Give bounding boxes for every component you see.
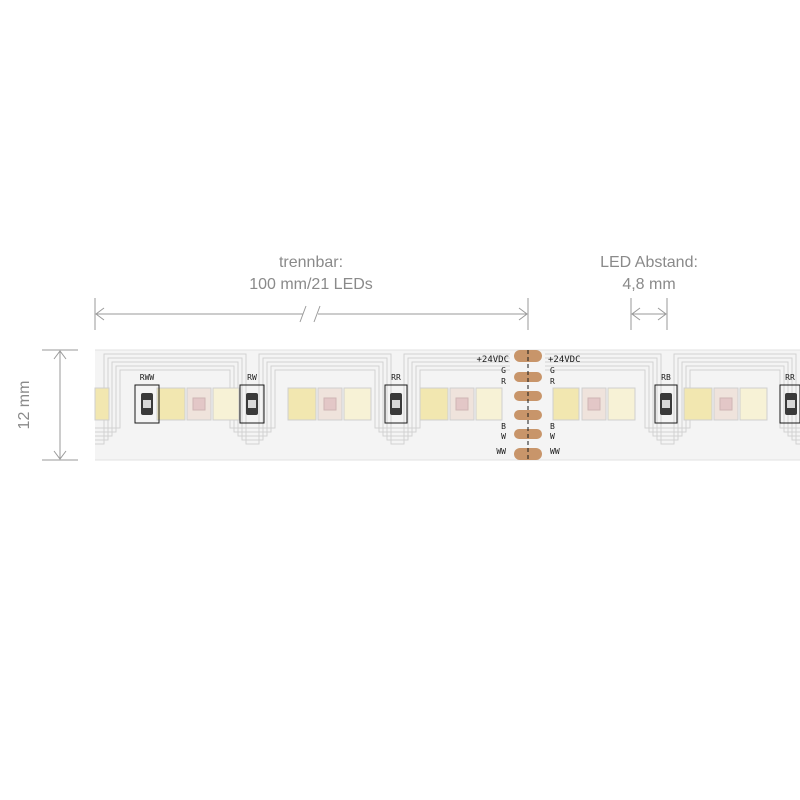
led-warm-white [419,387,449,421]
led-group [683,387,768,421]
cut-length-dimension-line [94,298,529,330]
led-cool-white [212,387,240,421]
led-rgb-die [455,397,469,411]
pad-label-w-left: W [501,432,506,441]
pad-label-w-right: W [550,432,555,441]
strip-width-dimension-line [42,349,78,461]
led-rgb-die [192,397,206,411]
led-warm-white [552,387,580,421]
pad-label-ww-right: WW [550,447,560,456]
solder-pad-ww [514,448,542,460]
resistor: RW [239,373,265,424]
pad-label-r-left: R [501,377,506,386]
resistor: RR [779,373,800,424]
led-rgb-die [587,397,601,411]
resistor-label: RWW [140,373,155,382]
led-cool-white [343,387,372,421]
led-group [552,387,636,421]
resistor: RB [654,373,678,424]
pad-label-voltage-right: +24VDC [548,355,581,365]
led-spacing-dimension-line [630,298,668,330]
led-group [156,387,240,421]
cut-length-label-line1: trennbar: [279,254,343,271]
led-rgb-die [323,397,337,411]
resistor-label: RW [247,373,257,382]
led-cool-white [739,387,768,421]
pad-label-r-right: R [550,377,555,386]
resistor: RR [384,373,408,424]
resistor-label: RR [391,373,401,382]
cut-length-label-line2: 100 mm/21 LEDs [249,276,373,293]
led-group [287,387,372,421]
led-group [419,387,503,421]
led-rgb [581,387,607,421]
resistor-label: RR [785,373,795,382]
pad-label-b-left: B [501,422,506,431]
strip-width-label: 12 mm [16,381,33,430]
solder-pad-24vdc [514,350,542,362]
led-warm-white [683,387,713,421]
led-warm-white [156,387,186,421]
resistor: RWW [134,373,160,424]
led-spacing-label-line1: LED Abstand: [600,254,698,271]
pad-label-g-left: G [501,366,506,375]
led-rgb-die [719,397,733,411]
led-partial-left [94,387,110,421]
pad-label-voltage-left: +24VDC [476,355,509,365]
led-cool-white [607,387,636,421]
resistor-label: RB [661,373,671,382]
pad-label-ww-left: WW [496,447,506,456]
pad-label-b-right: B [550,422,555,431]
led-cool-white [475,387,503,421]
solder-pad-g [514,372,542,382]
led-warm-white [287,387,317,421]
led-spacing-label-line2: 4,8 mm [622,276,675,293]
pad-label-g-right: G [550,366,555,375]
